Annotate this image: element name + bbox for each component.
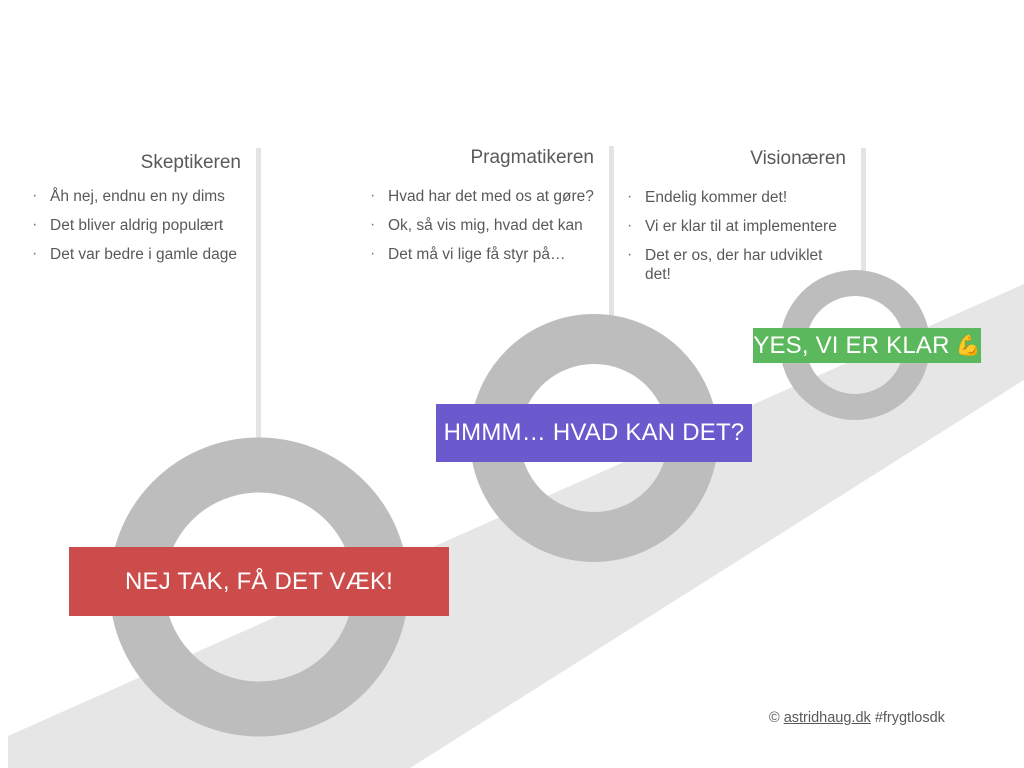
banner-hmmm: HMMM… HVAD KAN DET? — [436, 404, 752, 462]
persona-skeptikeren: Skeptikeren Åh nej, endnu en ny dims Det… — [32, 152, 257, 274]
list-item: Det må vi lige få styr på… — [370, 244, 610, 264]
footer-credit: © astridhaug.dk #frygtlosdk — [769, 710, 945, 726]
persona-title: Visionæren — [750, 148, 846, 169]
list-item: Det bliver aldrig populært — [32, 215, 257, 235]
list-item: Det var bedre i gamle dage — [32, 244, 257, 264]
copyright-symbol: © — [769, 710, 780, 726]
list-item: Endelig kommer det! — [627, 187, 863, 207]
list-item: Hvad har det med os at gøre? — [370, 186, 610, 206]
website-link[interactable]: astridhaug.dk — [783, 710, 871, 726]
persona-list: Åh nej, endnu en ny dims Det bliver aldr… — [32, 186, 257, 264]
pole-pragmatikeren — [609, 146, 614, 328]
list-item: Vi er klar til at implementere — [627, 216, 863, 236]
banner-nej-tak: NEJ TAK, FÅ DET VÆK! — [69, 547, 449, 616]
persona-visionaeren: Visionæren Endelig kommer det! Vi er kla… — [627, 148, 863, 294]
persona-list: Hvad har det med os at gøre? Ok, så vis … — [370, 186, 610, 264]
persona-title: Pragmatikeren — [470, 147, 594, 168]
pole-skeptikeren — [256, 148, 261, 438]
hashtag: #frygtlosdk — [874, 710, 945, 726]
banner-yes-label: YES, VI ER KLAR — [753, 331, 950, 359]
list-item: Ok, så vis mig, hvad det kan — [370, 215, 610, 235]
persona-pragmatikeren: Pragmatikeren Hvad har det med os at gør… — [370, 147, 610, 274]
pole-visionaeren — [861, 148, 866, 276]
list-item: Det er os, der har udviklet det! — [627, 245, 845, 284]
flexed-biceps-icon: 💪 — [955, 335, 981, 357]
banner-yes: YES, VI ER KLAR 💪 — [753, 328, 981, 363]
persona-list: Endelig kommer det! Vi er klar til at im… — [627, 187, 863, 284]
list-item: Åh nej, endnu en ny dims — [32, 186, 257, 206]
persona-title: Skeptikeren — [140, 152, 241, 173]
